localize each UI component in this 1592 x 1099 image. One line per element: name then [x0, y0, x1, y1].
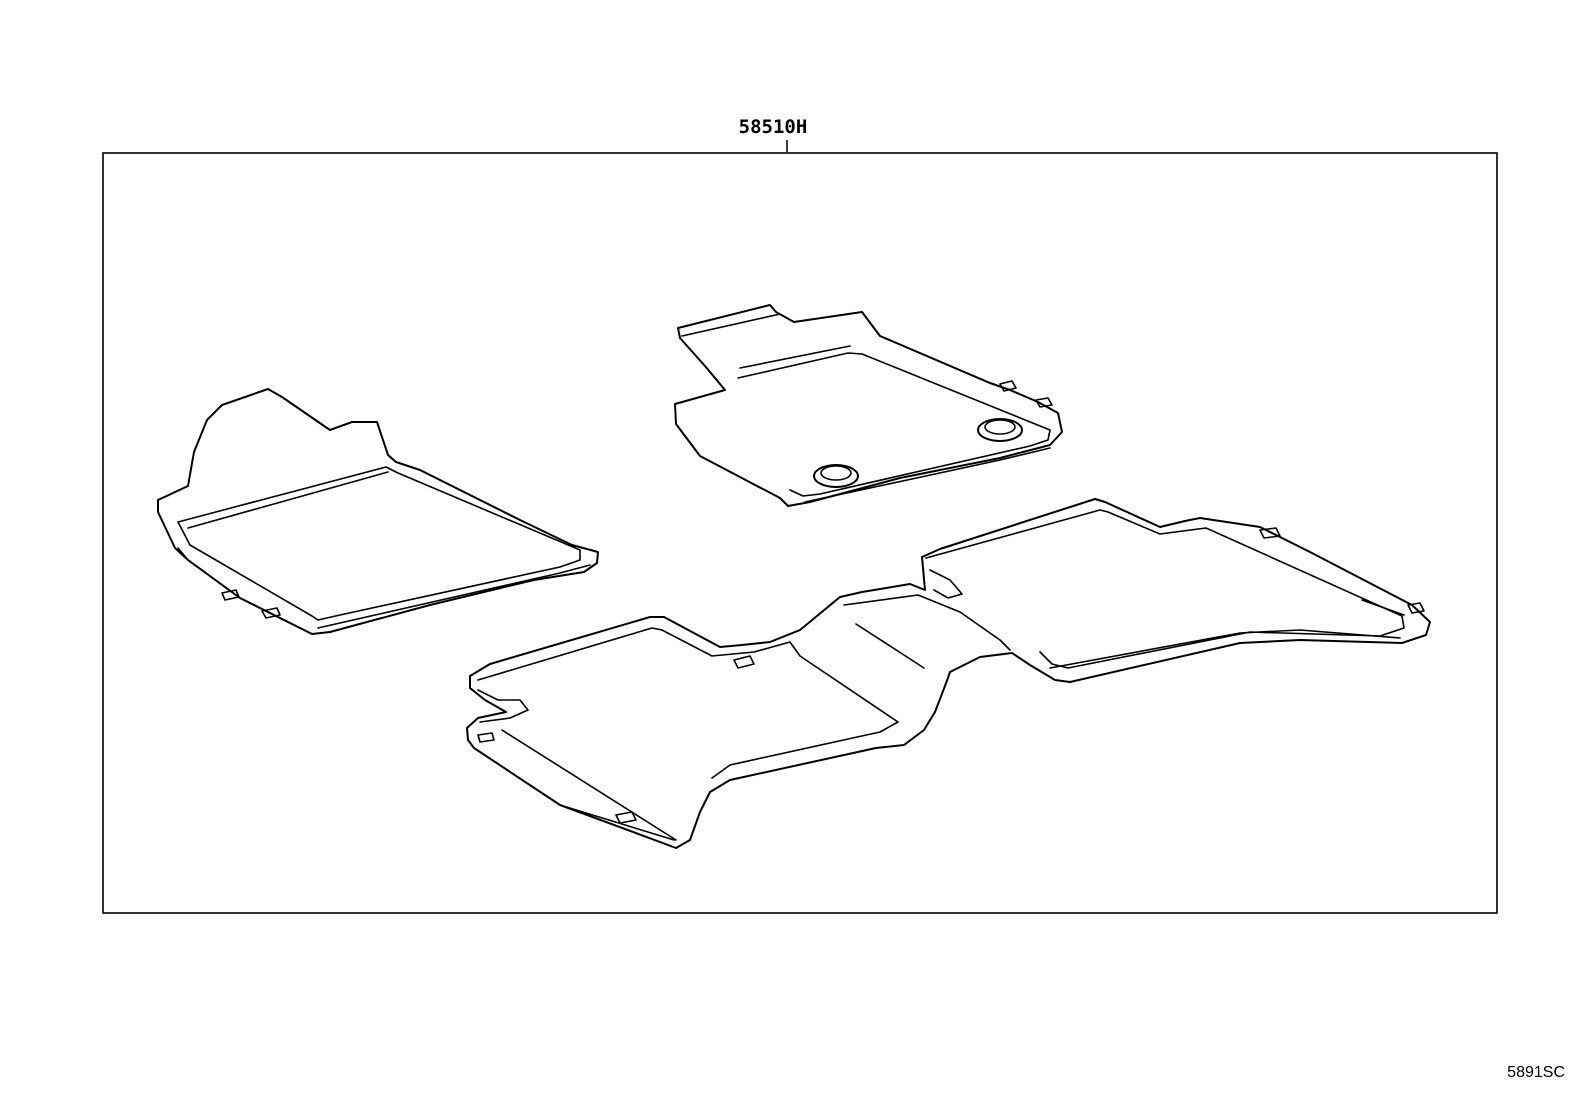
mat-clip-left [813, 464, 859, 488]
part-number-label[interactable]: 58510H [739, 116, 808, 138]
diagram-frame [102, 152, 1498, 914]
figure-code: 5891SC [1507, 1064, 1565, 1081]
front-right-floor-mat[interactable] [674, 304, 1063, 507]
front-left-floor-mat[interactable] [157, 388, 599, 635]
mat-clip-right [977, 418, 1023, 442]
rear-floor-mat[interactable] [466, 498, 1431, 849]
